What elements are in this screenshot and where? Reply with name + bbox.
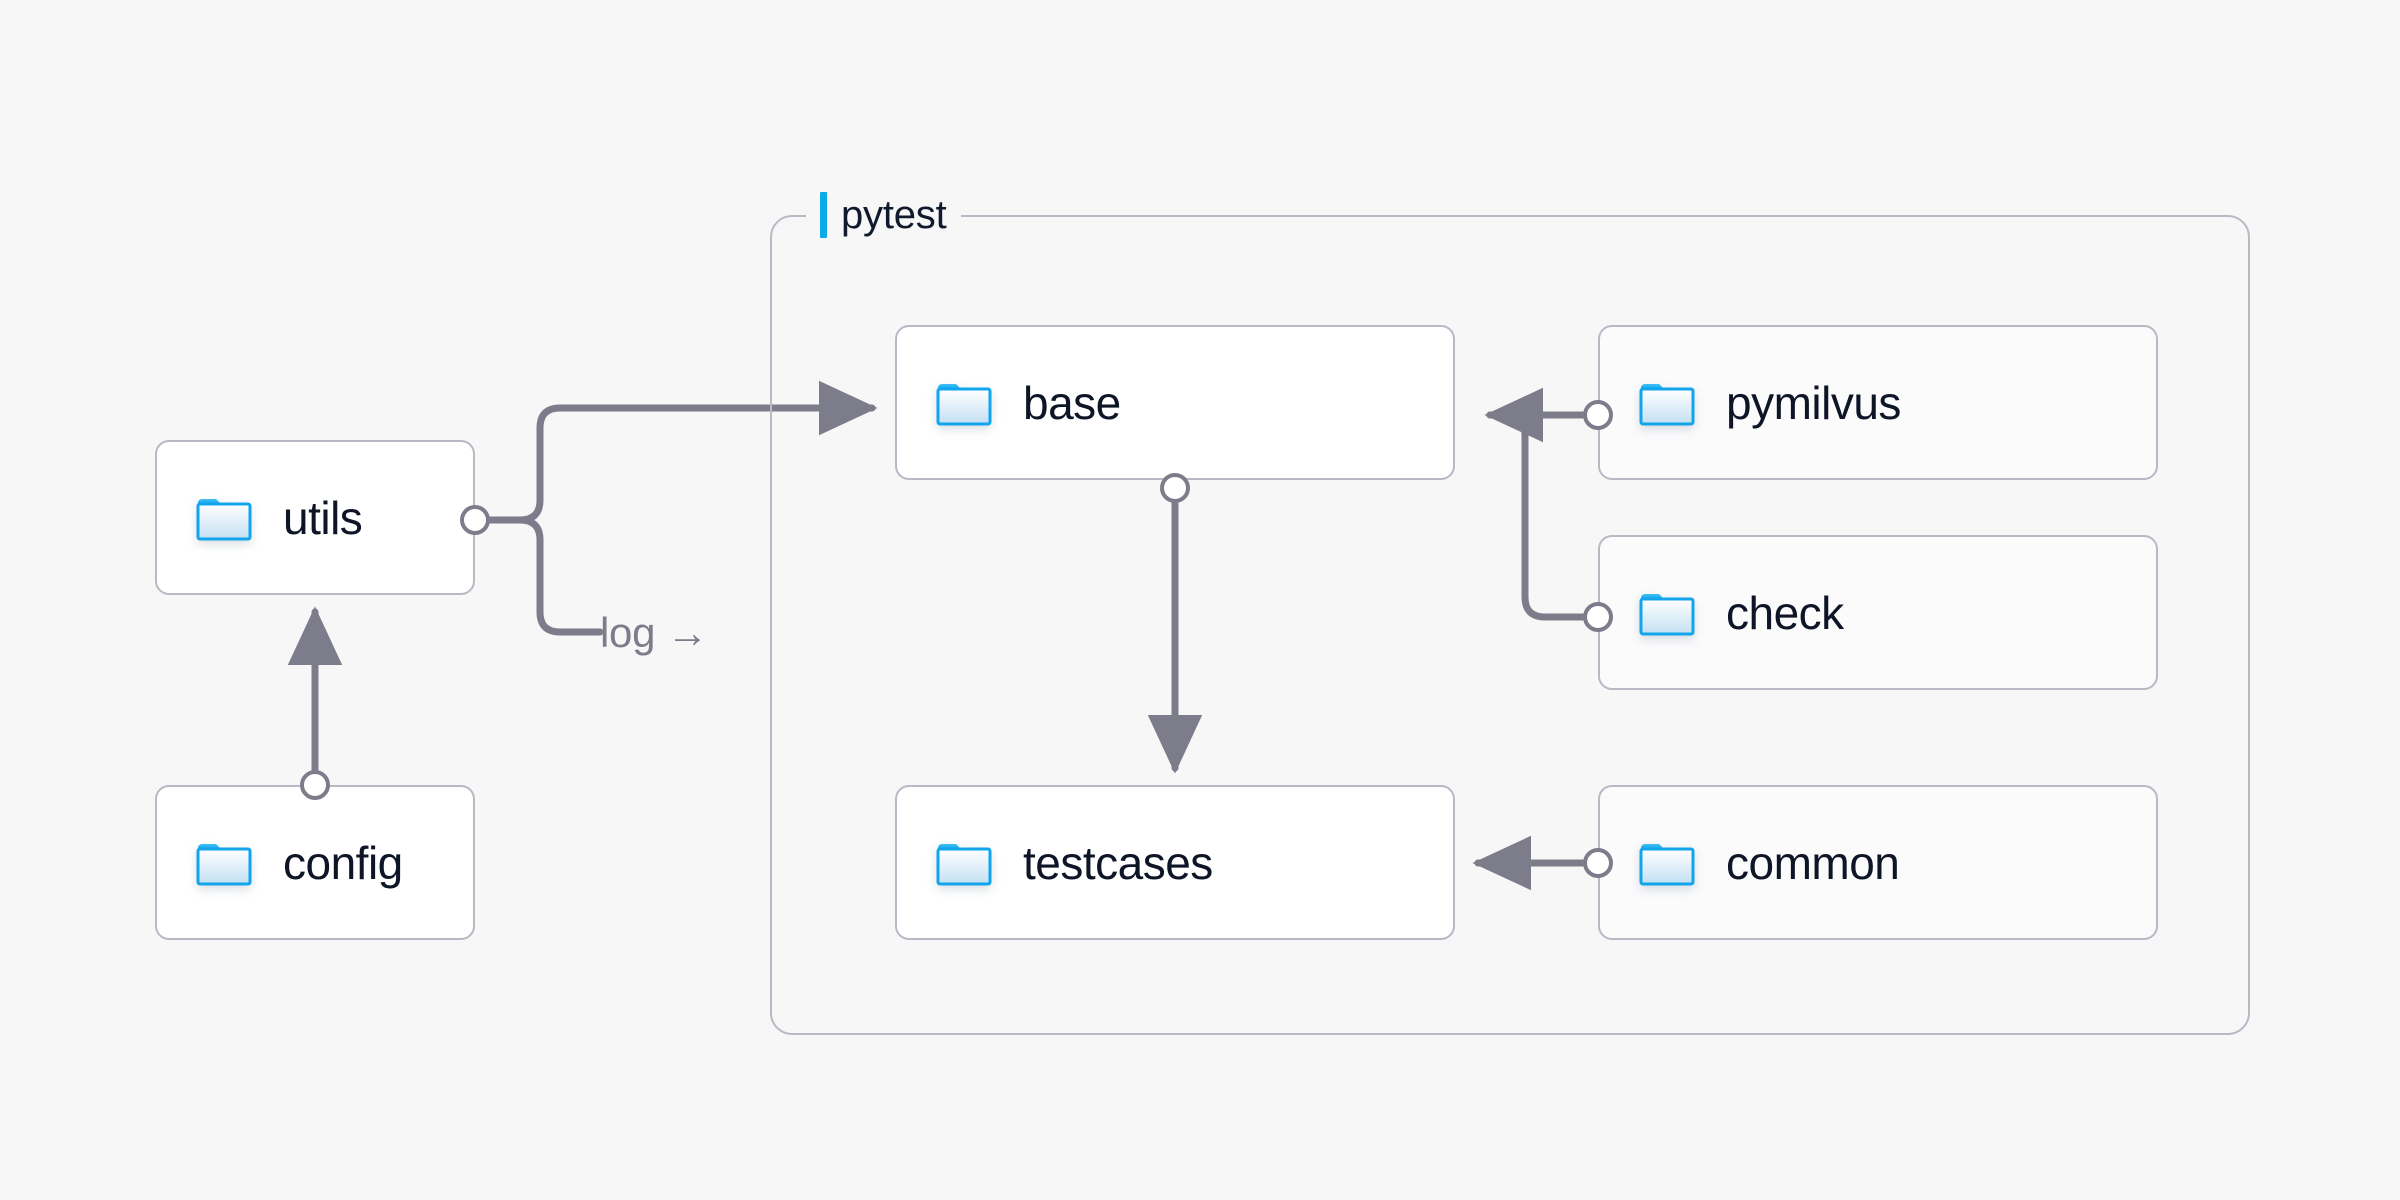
node-pymilvus[interactable]: pymilvus	[1598, 325, 2158, 480]
node-base[interactable]: base	[895, 325, 1455, 480]
folder-icon	[196, 498, 252, 540]
pytest-group-container[interactable]	[770, 215, 2250, 1035]
node-check[interactable]: check	[1598, 535, 2158, 690]
edge-label-log: log →	[600, 609, 709, 656]
node-label: common	[1726, 836, 1900, 889]
folder-icon	[936, 843, 992, 885]
folder-icon	[1639, 843, 1695, 885]
port-common-out[interactable]	[1583, 848, 1613, 878]
node-label: testcases	[1023, 836, 1213, 889]
folder-icon	[196, 843, 252, 885]
node-testcases[interactable]: testcases	[895, 785, 1455, 940]
node-common[interactable]: common	[1598, 785, 2158, 940]
node-label: pymilvus	[1726, 376, 1901, 429]
folder-icon	[1639, 593, 1695, 635]
port-config-out[interactable]	[300, 770, 330, 800]
port-utils-out[interactable]	[460, 505, 490, 535]
node-label: config	[283, 836, 403, 889]
node-label: base	[1023, 376, 1121, 429]
port-pymilvus-out[interactable]	[1583, 400, 1613, 430]
group-accent-bar	[820, 192, 827, 238]
port-base-out[interactable]	[1160, 473, 1190, 503]
node-utils[interactable]: utils	[155, 440, 475, 595]
folder-icon	[936, 383, 992, 425]
node-label: check	[1726, 586, 1844, 639]
port-check-out[interactable]	[1583, 602, 1613, 632]
group-label-text: pytest	[841, 192, 947, 237]
folder-icon	[1639, 383, 1695, 425]
pytest-group-label-wrap[interactable]: pytest	[806, 187, 961, 243]
node-label: utils	[283, 491, 363, 544]
node-config[interactable]: config	[155, 785, 475, 940]
edge-utils-to-log	[486, 516, 604, 636]
